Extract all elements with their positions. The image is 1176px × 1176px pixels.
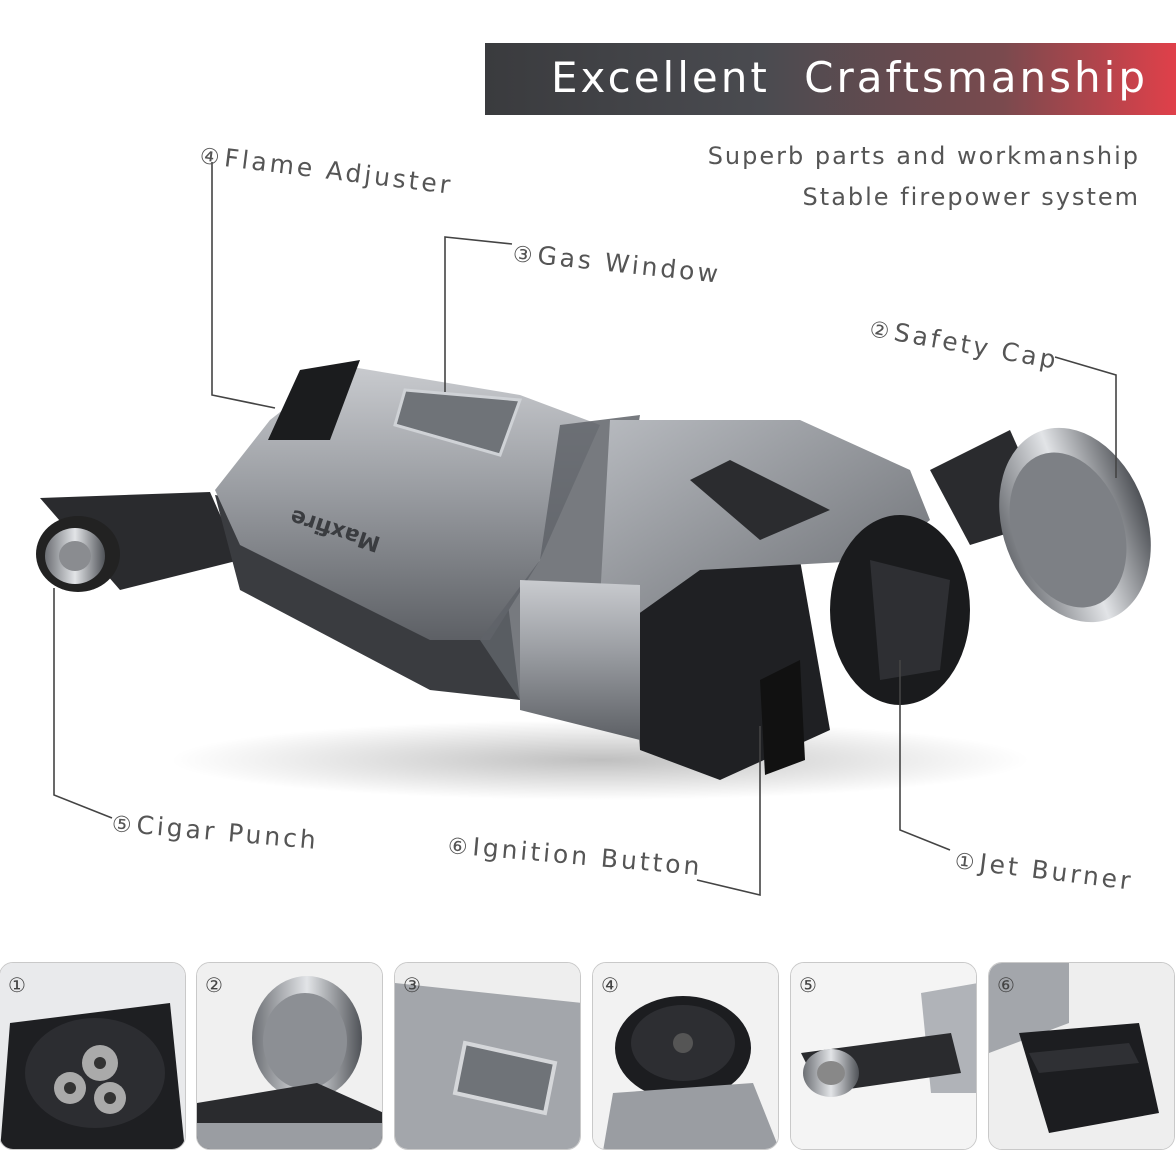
subtitle-line-1: Superb parts and workmanship [707, 142, 1140, 170]
thumbnail-number: ⑤ [799, 973, 817, 997]
thumbnail-number: ④ [601, 973, 619, 997]
leader-jet-burner [899, 660, 951, 851]
thumbnail-number: ③ [403, 973, 421, 997]
punch-arm [40, 492, 240, 590]
thumbnail-cigar-punch: ⑤ [790, 962, 977, 1150]
thumbnail-number: ② [205, 973, 223, 997]
subtitle-line-2: Stable firepower system [802, 183, 1140, 211]
title-banner: Excellent Craftsmanship [485, 43, 1176, 115]
vent-grille [690, 460, 830, 540]
thumbnail-number: ① [8, 973, 26, 997]
thumbnail-flame-adjuster: ④ [592, 962, 779, 1150]
thumbnail-number: ⑥ [997, 973, 1015, 997]
leader-flame-adjuster [211, 162, 276, 409]
thumbnail-ignition-button: ⑥ [988, 962, 1175, 1150]
gas-window [393, 388, 523, 457]
banner-title: Excellent Craftsmanship [550, 53, 1148, 102]
flame-adjuster-knob [268, 360, 360, 440]
thumbnail-safety-cap: ② [196, 962, 383, 1150]
leader-gas-window [444, 236, 513, 392]
thumbnail-gas-window: ③ [394, 962, 581, 1150]
floor-shadow [170, 720, 1030, 800]
leader-safety-cap [1054, 356, 1117, 478]
body-front-panel [520, 580, 640, 740]
thumbnail-jet-burner: ① [0, 962, 186, 1150]
lighter-product-image: Maxfire [36, 360, 1151, 800]
leader-ignition-button [696, 726, 761, 897]
callout-leader-lines [53, 162, 1117, 897]
leader-cigar-punch [53, 588, 113, 819]
